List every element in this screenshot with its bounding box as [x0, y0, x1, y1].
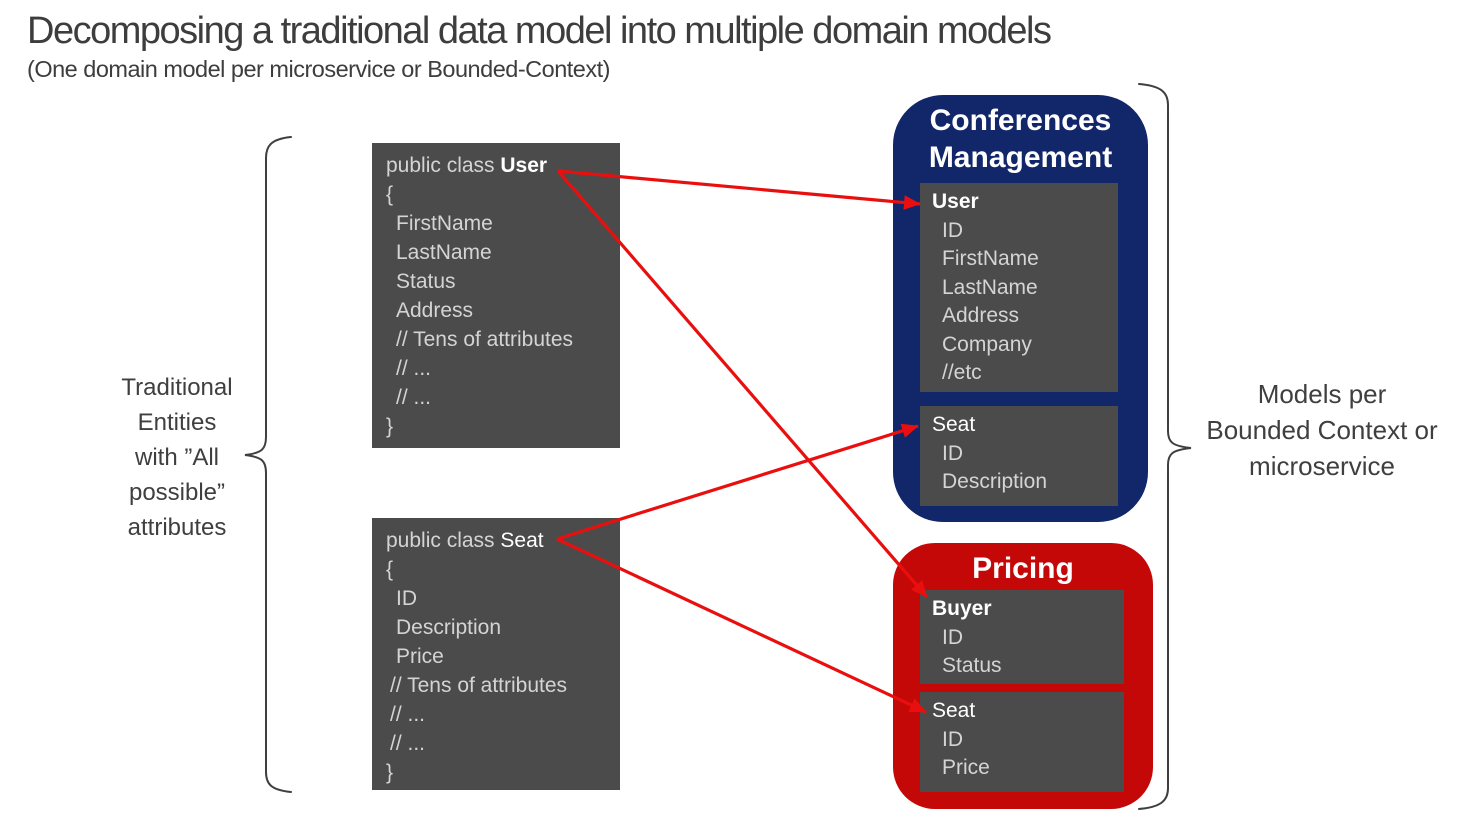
entity-field: ID	[942, 625, 963, 649]
entity-box-pricing-seat: Seat ID Price	[920, 692, 1124, 792]
entity-name: User	[932, 190, 979, 213]
models-per-context-label: Models per Bounded Context or microservi…	[1190, 376, 1454, 484]
code-line-field: Price	[396, 645, 444, 668]
label-line: with ”All	[134, 444, 219, 471]
code-line-comment: // ...	[396, 357, 432, 380]
code-line-comment: // ...	[390, 703, 426, 726]
code-line-comment: // ...	[396, 386, 432, 409]
code-keyword: public class	[386, 154, 501, 177]
entity-field: Address	[942, 304, 1020, 327]
entity-field: ID	[942, 441, 963, 465]
code-line-field: FirstName	[396, 212, 493, 235]
code-line-comment: // Tens of attributes	[390, 674, 568, 697]
page-title: Decomposing a traditional data model int…	[27, 10, 1052, 52]
class-name-user: User	[500, 154, 548, 177]
pricing-title: Pricing	[972, 552, 1074, 585]
entity-field: Status	[942, 654, 1002, 677]
entity-field: ID	[942, 218, 963, 242]
entity-field: LastName	[942, 275, 1038, 299]
code-line-class-decl: public class User	[386, 151, 620, 180]
label-line: Traditional	[121, 374, 233, 401]
entity-field: //etc	[942, 361, 982, 384]
code-line: }	[386, 415, 394, 438]
entity-box-conferences-user: User ID FirstName LastName Address Compa…	[920, 183, 1118, 392]
code-box-seat-class: public class Seat { ID Description Price…	[372, 518, 620, 790]
label-line: Entities	[137, 409, 217, 436]
entity-field: FirstName	[942, 247, 1039, 270]
entity-name: Seat	[932, 413, 976, 436]
code-line-field: Address	[396, 299, 474, 322]
entity-box-pricing-buyer: Buyer ID Status	[920, 590, 1124, 684]
class-name-seat: Seat	[500, 529, 544, 552]
label-line: attributes	[127, 514, 227, 541]
code-line-field: ID	[396, 587, 417, 610]
code-box-user-class: public class User { FirstName LastName S…	[372, 143, 620, 448]
conferences-management-title: Conferences Management	[928, 104, 1113, 174]
code-line: {	[386, 558, 394, 581]
entity-field: ID	[942, 727, 963, 751]
traditional-entities-label: Traditional Entities with ”All possible”…	[93, 370, 261, 545]
label-line: possible”	[128, 479, 226, 506]
label-line: microservice	[1249, 451, 1395, 481]
code-line-comment: // Tens of attributes	[396, 328, 574, 351]
page-subtitle: (One domain model per microservice or Bo…	[27, 56, 610, 82]
code-line: {	[386, 183, 394, 206]
entity-box-conferences-seat: Seat ID Description	[920, 406, 1118, 506]
code-keyword: public class	[386, 529, 501, 552]
code-line: }	[386, 761, 394, 784]
entity-name: Buyer	[932, 597, 992, 620]
code-line-field: Description	[396, 616, 502, 639]
label-line: Bounded Context or	[1206, 415, 1438, 445]
code-line-class-decl: public class Seat	[386, 526, 620, 555]
entity-field: Price	[942, 756, 990, 779]
entity-field: Company	[942, 332, 1032, 356]
entity-field: Description	[942, 470, 1048, 493]
code-line-comment: // ...	[390, 732, 426, 755]
entity-name: Seat	[932, 699, 976, 722]
label-line: Models per	[1257, 379, 1387, 409]
code-line-field: Status	[396, 270, 456, 293]
code-line-field: LastName	[396, 241, 492, 264]
